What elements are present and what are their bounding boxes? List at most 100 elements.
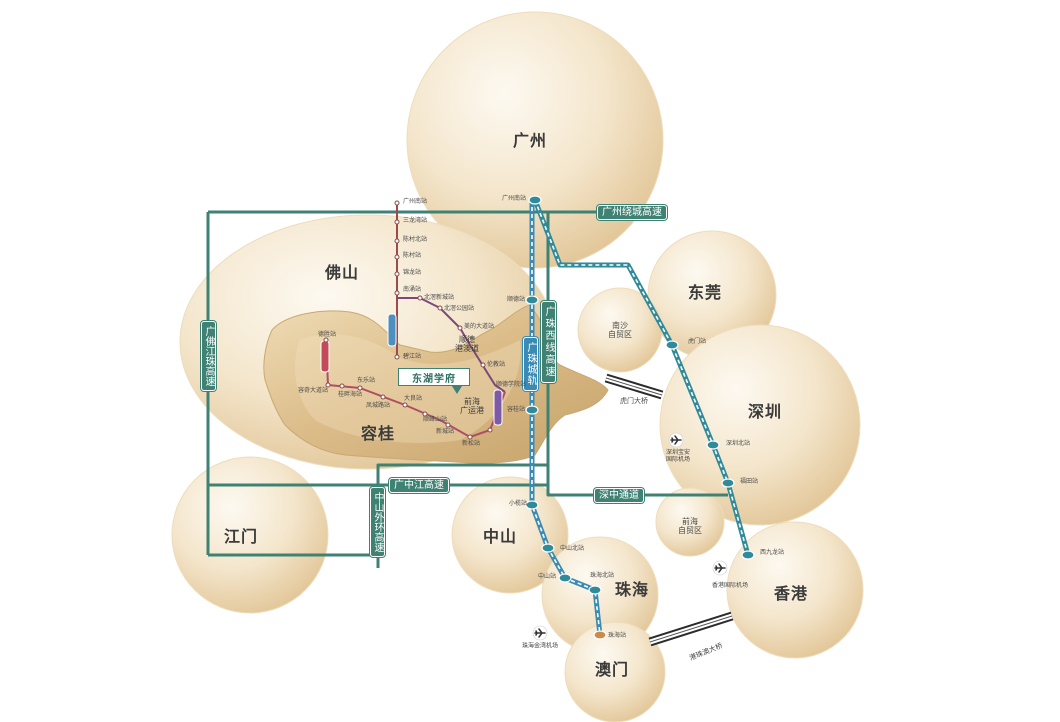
- metro-dot: [480, 362, 486, 368]
- station-label: 三龙湾站: [403, 217, 428, 224]
- station-label: 容奇大道站: [298, 387, 329, 394]
- metro-dot: [422, 411, 428, 417]
- station-label: 北滘新城站: [424, 294, 455, 301]
- station-label: 东乐站: [357, 377, 376, 384]
- station-label: 西九龙站: [760, 549, 785, 556]
- airport-label-zhuhai: 珠海金湾机场: [521, 642, 559, 650]
- port-label-qianhai: 前海 广运港: [460, 396, 484, 415]
- city-label-zhuhai: 珠海: [614, 579, 650, 599]
- airplane-icon-shape: [714, 563, 726, 573]
- train-station-icon: [558, 573, 572, 583]
- bubble-jiangmen: [171, 456, 329, 614]
- bridge-center: [649, 615, 733, 643]
- metro-dot: [417, 295, 423, 301]
- station-label: 大良站: [404, 395, 423, 402]
- station-label: 凤城路站: [366, 402, 391, 409]
- city-label-shenzhen: 深圳: [747, 401, 783, 421]
- train-station-icon: [721, 478, 735, 488]
- station-label: 中山站: [538, 573, 557, 580]
- zone-label-qianhai: 前海 自贸区: [678, 516, 702, 535]
- metro-dot: [394, 219, 400, 225]
- station-label: 珠海北站: [590, 572, 615, 579]
- airport-label-hongkong: 香港国际机场: [712, 582, 749, 589]
- city-label-dongguan: 东莞: [687, 282, 723, 302]
- metro-dot: [402, 402, 408, 408]
- guangzhu-rail-line: [529, 200, 603, 636]
- project-logo-text: 东湖学府: [412, 373, 456, 385]
- road-label-guangfo-jiangzhu: 广佛江珠高速: [202, 322, 215, 390]
- train-station-icon: [593, 630, 607, 640]
- bubble-hongkong: [726, 521, 864, 659]
- station-label: 陈村站: [403, 252, 422, 259]
- metro-line-pill-blue: [387, 313, 397, 347]
- metro-dot: [357, 385, 363, 391]
- station-label: 珠海站: [608, 632, 627, 639]
- project-logo-pointer: [452, 386, 462, 394]
- station-label: 新松站: [462, 440, 481, 447]
- train-station-icon: [528, 195, 542, 205]
- train-station-icon: [588, 585, 602, 595]
- station-label: 顺峰山站: [423, 416, 448, 423]
- rail-station-icons: [525, 195, 755, 640]
- metro-dot: [339, 383, 345, 389]
- station-label: 伦教站: [487, 361, 506, 368]
- station-label: 虎门站: [688, 338, 707, 345]
- station-label: 锦龙站: [403, 269, 422, 276]
- city-label-macau: 澳门: [594, 659, 630, 679]
- metro-dot: [487, 427, 493, 433]
- metro-dot: [380, 394, 386, 400]
- train-station-icon: [665, 340, 679, 350]
- airplane-icon-shape: [670, 435, 682, 445]
- bridge-label-humen: 虎门大桥: [620, 397, 648, 405]
- station-label: 深圳北站: [726, 440, 751, 447]
- station-label: 福田站: [740, 478, 759, 485]
- station-label: 小榄站: [509, 500, 528, 507]
- bubble-shenzhen: [659, 324, 861, 526]
- airplane-icon-shape: [534, 628, 546, 638]
- station-label: 南涌站: [403, 286, 422, 293]
- bubble-qianhai: [655, 487, 725, 557]
- station-label: 德胜站: [318, 331, 337, 338]
- bubble-guangzhou: [406, 11, 664, 269]
- airplane-icon: [668, 432, 684, 448]
- land-highlight: [295, 334, 521, 444]
- humen-bridge: [604, 373, 664, 400]
- metro-dot: [437, 305, 443, 311]
- city-label-guangzhou: 广州: [512, 130, 548, 150]
- station-label: 桂畔海站: [338, 391, 363, 398]
- airport-label-shenzhen: 深圳宝安 国际机场: [665, 449, 691, 463]
- road-label-shenzhong: 深中通道: [595, 489, 643, 502]
- city-label-ronggui: 容桂: [360, 423, 396, 443]
- train-station-icon: [541, 543, 555, 553]
- train-station-icon: [525, 405, 539, 415]
- zone-label-nansha: 南沙 自贸区: [608, 320, 632, 339]
- station-label: 广州南站: [403, 198, 428, 205]
- road-label-guangzhu-rail: 广珠城轨: [524, 338, 537, 390]
- metro-line-pill-purple: [493, 389, 503, 426]
- metro-dot: [394, 271, 400, 277]
- station-label: 顺德站: [507, 296, 526, 303]
- train-station-icon: [525, 295, 539, 305]
- metro-dot: [325, 382, 331, 388]
- metro-dot: [323, 337, 329, 343]
- metro-dot: [394, 254, 400, 260]
- airplane-icon: [712, 560, 728, 576]
- road-label-guangzhou-ring: 广州绕城高速: [598, 206, 666, 219]
- metro-dot: [394, 354, 400, 360]
- station-label: 北滘公园站: [444, 305, 475, 312]
- city-label-zhongshan: 中山: [482, 526, 518, 546]
- station-label: 陈村北站: [403, 236, 428, 243]
- train-station-icon: [741, 550, 755, 560]
- road-label-guangzhu-west: 广珠西线高速: [542, 302, 555, 382]
- metro-dot: [394, 238, 400, 244]
- road-label-guangzhongjiang: 广中江高速: [390, 479, 448, 492]
- metro-line-pill-red: [320, 340, 330, 373]
- project-logo: 东湖学府: [398, 368, 470, 386]
- city-label-foshan: 佛山: [324, 262, 360, 282]
- station-label: 新城站: [436, 428, 455, 435]
- city-label-jiangmen: 江门: [223, 526, 259, 546]
- city-label-hongkong: 香港: [773, 583, 809, 603]
- station-label: 美的大道站: [464, 323, 495, 330]
